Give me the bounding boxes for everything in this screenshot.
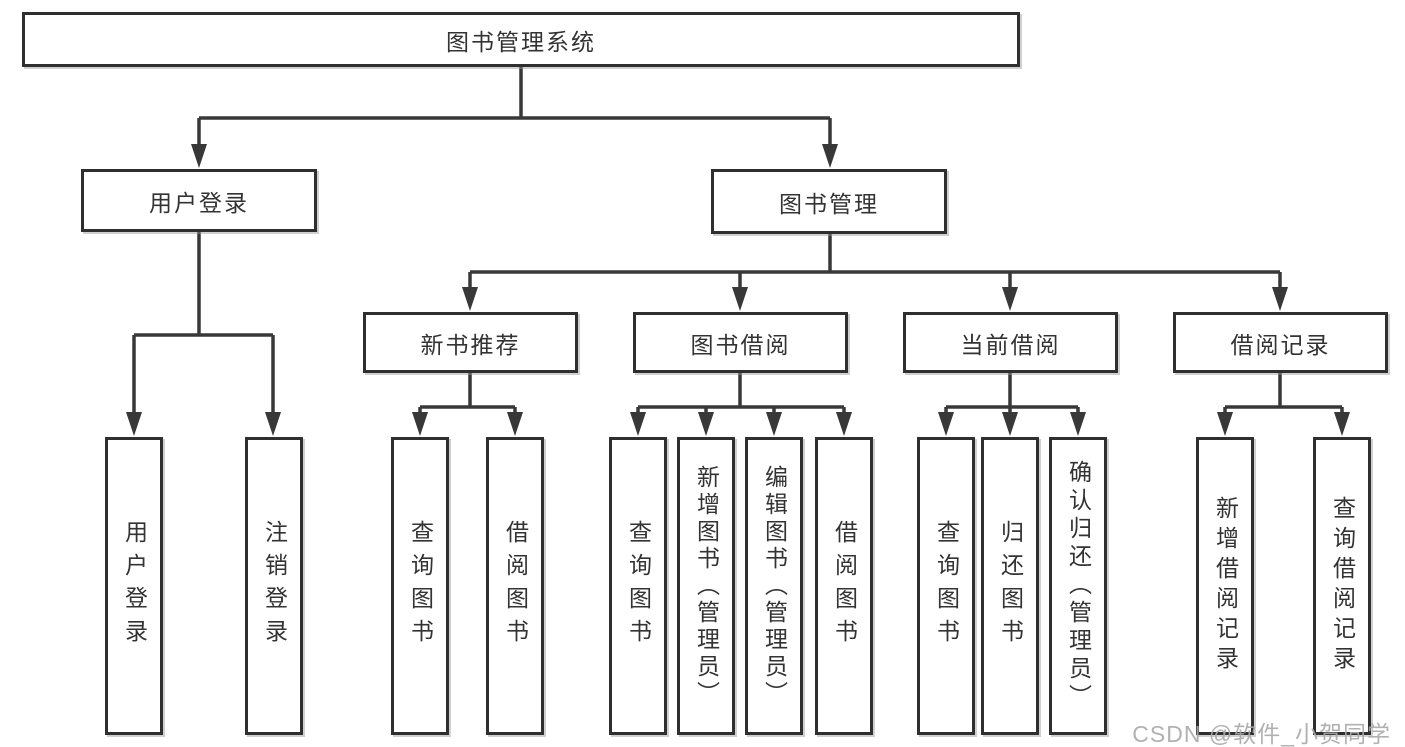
leaf-logout: 注销登录 xyxy=(245,437,303,735)
leaf-query-books-borrowing: 查询图书 xyxy=(609,437,667,735)
leaf-add-borrow-record: 新增借阅记录 xyxy=(1196,437,1254,735)
node-book-borrowing: 图书借阅 xyxy=(633,312,848,373)
node-library-management-system: 图书管理系统 xyxy=(22,12,1020,67)
node-user-login: 用户登录 xyxy=(81,169,317,232)
leaf-edit-book-admin: 编辑图书（管理员） xyxy=(745,437,803,735)
leaf-user-login: 用户登录 xyxy=(105,437,163,735)
leaf-query-books-recommend: 查询图书 xyxy=(391,437,449,735)
leaf-borrow-books-recommend: 借阅图书 xyxy=(486,437,544,735)
leaf-return-books: 归还图书 xyxy=(981,437,1039,735)
arrowheads xyxy=(126,144,1350,436)
leaf-add-book-admin: 新增图书（管理员） xyxy=(677,437,735,735)
csdn-watermark: CSDN @软件_小贺同学 xyxy=(1132,721,1391,747)
leaf-query-books-current: 查询图书 xyxy=(917,437,975,735)
node-current-borrowing: 当前借阅 xyxy=(903,312,1118,373)
leaf-confirm-return-admin: 确认归还（管理员） xyxy=(1049,437,1107,735)
node-new-book-recommendation: 新书推荐 xyxy=(363,312,578,373)
leaf-query-borrow-record: 查询借阅记录 xyxy=(1313,437,1371,735)
node-borrowing-records: 借阅记录 xyxy=(1173,312,1388,373)
leaf-borrow-books-borrowing: 借阅图书 xyxy=(815,437,873,735)
node-book-management: 图书管理 xyxy=(711,169,947,234)
